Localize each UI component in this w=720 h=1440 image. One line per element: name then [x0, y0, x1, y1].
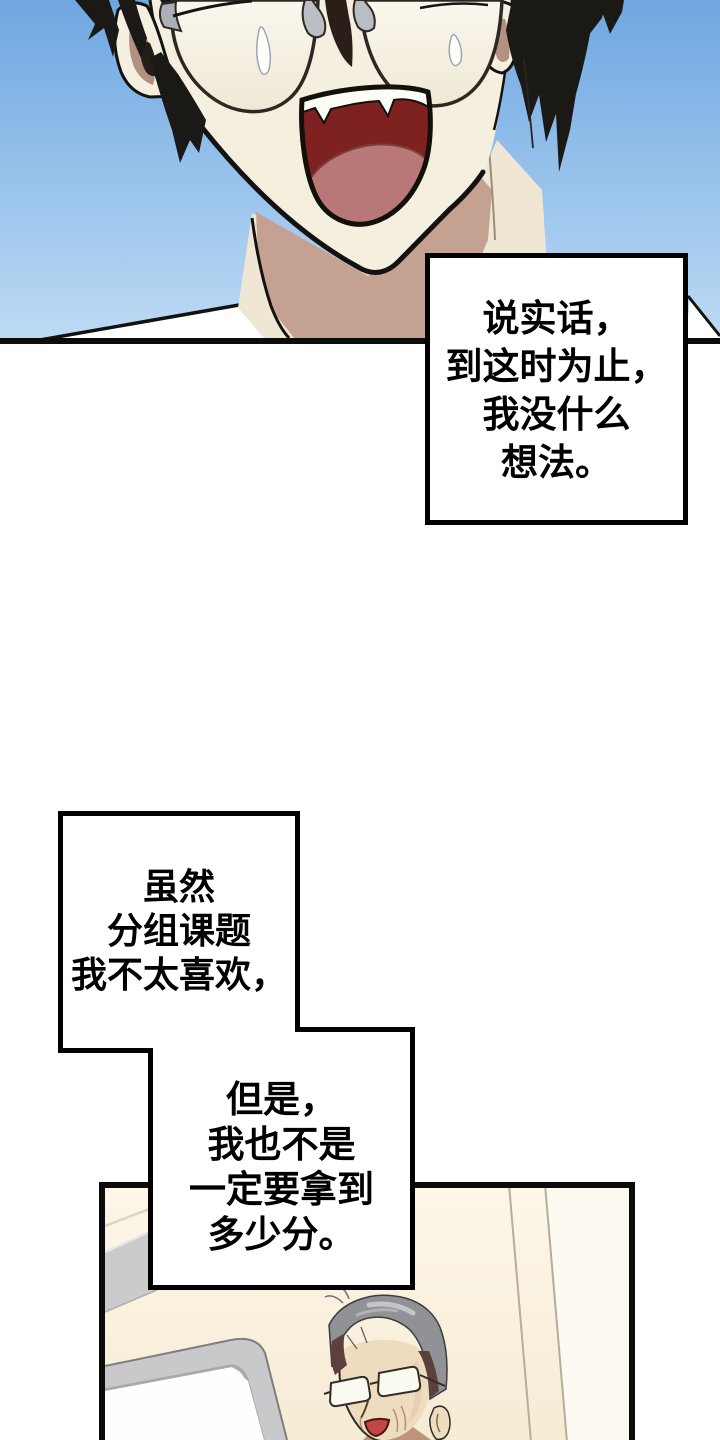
right-lens	[358, 0, 504, 108]
caption-line: 说实话，	[482, 297, 631, 340]
caption-line: 多少分。	[207, 1212, 356, 1256]
caption-box-2: 虽然 分组课题 我不太喜欢，	[58, 811, 300, 1053]
whiteboard	[105, 1337, 288, 1440]
door-gray-band	[105, 1228, 157, 1312]
nose-shadow	[325, 0, 353, 67]
caption-line: 我也不是	[207, 1122, 356, 1166]
caption-line: 但是，	[226, 1077, 337, 1121]
caption-line: 一定要拿到	[189, 1167, 374, 1211]
old-man-glasses	[323, 1365, 446, 1408]
caption-line: 我不太喜欢，	[70, 955, 287, 996]
old-man-ear	[429, 1405, 451, 1440]
left-lens	[170, 0, 320, 114]
wall-light-strip	[546, 1188, 629, 1440]
nose-pad-left	[301, 0, 327, 39]
old-man-hair	[328, 1294, 448, 1401]
caption-line: 我没什么	[482, 393, 631, 436]
wall-corner-line	[544, 1188, 568, 1440]
old-man	[323, 1284, 451, 1440]
wall-corner-line	[508, 1188, 532, 1440]
old-man-mouth	[363, 1417, 391, 1438]
shirt-right	[686, 298, 720, 338]
caption-box-1: 说实话， 到这时为止， 我没什么 想法。	[425, 253, 688, 525]
caption-line: 分组课题	[106, 911, 251, 952]
nose-pad-right	[352, 0, 376, 33]
caption-line: 到这时为止，	[445, 345, 668, 388]
caption-box-3: 但是， 我也不是 一定要拿到 多少分。	[148, 1027, 415, 1290]
shirt-left	[0, 305, 278, 338]
caption-line: 想法。	[501, 441, 612, 484]
sweat-drops	[256, 26, 463, 76]
caption-line: 虽然	[142, 867, 215, 908]
glasses	[158, 0, 504, 114]
glasses-hinge	[158, 0, 183, 33]
caption-union-patch	[148, 1027, 295, 1048]
